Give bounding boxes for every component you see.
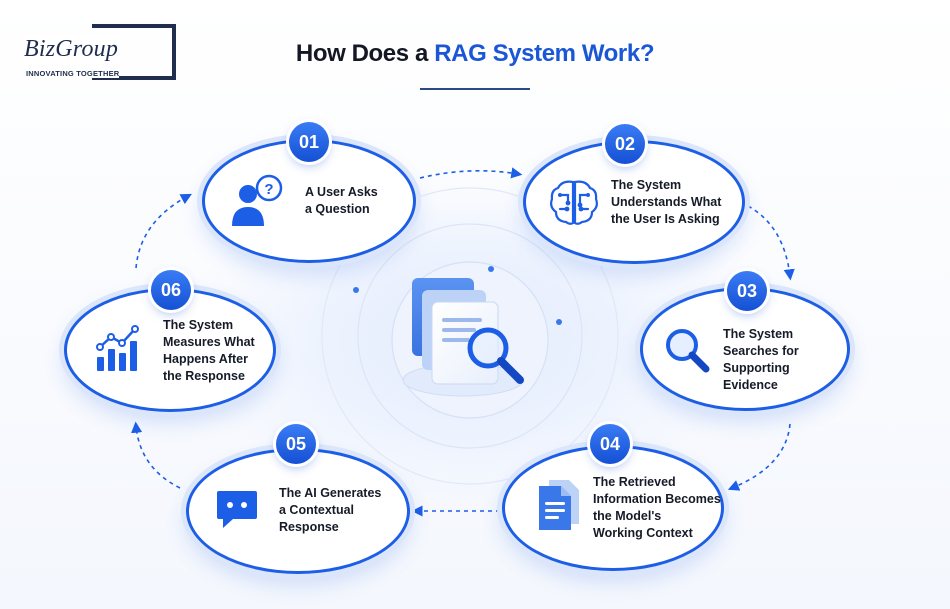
label-line: Response (279, 520, 339, 534)
label-line: the Model's (593, 509, 662, 523)
connector-01-02 (419, 167, 523, 179)
connector-02-03 (747, 205, 795, 281)
label-line: Searches for (723, 344, 799, 358)
step-label-02: The System Understands What the User Is … (611, 177, 721, 228)
step-label-04: The Retrieved Information Becomes the Mo… (593, 474, 721, 542)
title-accent: RAG System Work? (434, 40, 655, 67)
step-badge-04: 04 (590, 424, 630, 464)
label-line: The AI Generates (279, 486, 382, 500)
page-title: How Does a RAG System Work? (0, 40, 950, 68)
growth-chart-icon (96, 325, 139, 371)
step-label-03: The System Searches for Supporting Evide… (723, 326, 847, 394)
connector-05-06 (131, 421, 181, 489)
documents-icon (539, 480, 579, 530)
step-node-01: ? A User Asks a Question (202, 139, 416, 263)
label-line: The System (723, 327, 794, 341)
flow-connectors (131, 167, 795, 517)
label-line: Happens After (163, 352, 248, 366)
svg-text:?: ? (264, 181, 273, 198)
step-badge-01: 01 (289, 122, 329, 162)
logo-frame (92, 24, 176, 80)
label-line: Measures What (163, 335, 255, 349)
dot-decoration (353, 287, 359, 293)
connector-03-04 (727, 423, 791, 491)
step-node-04: The Retrieved Information Becomes the Mo… (502, 445, 724, 571)
label-line: Information Becomes (593, 492, 721, 506)
chat-bubble-icon (217, 491, 257, 528)
logo-wordmark: BizGroup (24, 36, 121, 63)
step-label-06: The System Measures What Happens After t… (163, 317, 255, 385)
dot-decoration (556, 319, 562, 325)
label-line: a Question (305, 202, 370, 216)
label-line: The Retrieved (593, 475, 676, 489)
connector-06-01 (135, 193, 192, 269)
label-line: Understands What (611, 195, 722, 209)
step-badge-06: 06 (151, 270, 191, 310)
step-node-02: The System Understands What the User Is … (523, 140, 745, 264)
document-search-icon (412, 278, 524, 385)
step-label-01: A User Asks a Question (305, 184, 378, 218)
label-line: The System (163, 318, 234, 332)
logo-tagline: INNOVATING TOGETHER (26, 69, 120, 78)
title-underline (420, 88, 530, 90)
step-badge-02: 02 (605, 124, 645, 164)
label-line: Supporting Evidence (723, 361, 790, 392)
user-question-icon: ? (232, 174, 283, 226)
label-line: Working Context (593, 526, 693, 540)
label-line: the Response (163, 369, 245, 383)
step-node-05: The AI Generates a Contextual Response (186, 448, 410, 574)
brand-logo: BizGroup INNOVATING TOGETHER (22, 24, 176, 86)
label-line: a Contextual (279, 503, 355, 517)
step-badge-05: 05 (276, 424, 316, 464)
label-line: A User Asks (305, 185, 378, 199)
label-line: the User Is Asking (611, 212, 720, 226)
title-prefix: How Does a (295, 40, 435, 67)
label-line: The System (611, 178, 682, 192)
brain-circuit-icon (550, 180, 598, 225)
step-node-06: The System Measures What Happens After t… (64, 288, 276, 412)
step-label-05: The AI Generates a Contextual Response (279, 485, 381, 536)
dot-decoration (488, 266, 494, 272)
step-badge-03: 03 (727, 271, 767, 311)
magnifier-icon (666, 329, 710, 373)
